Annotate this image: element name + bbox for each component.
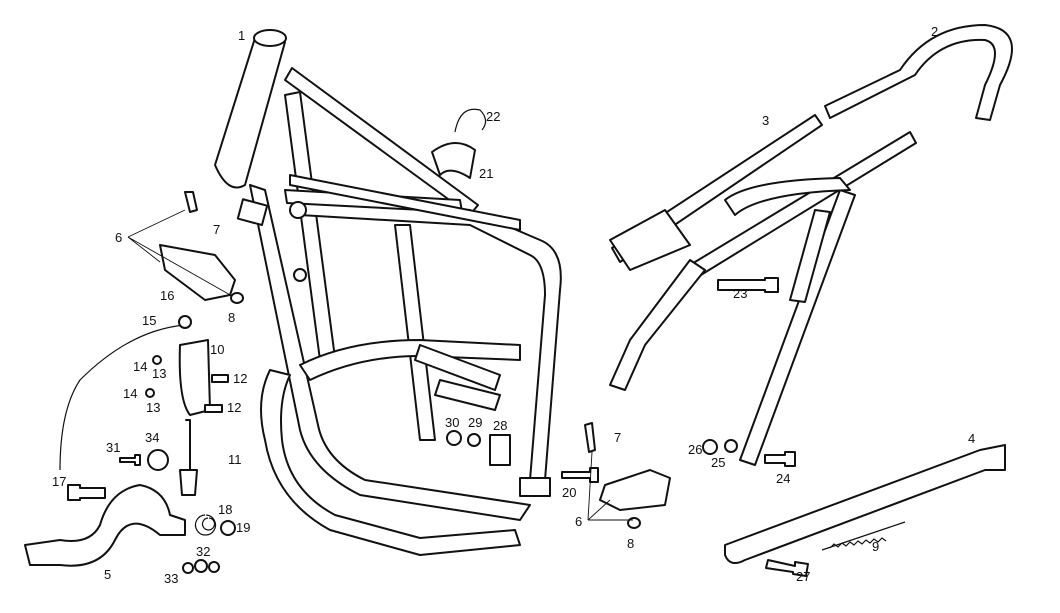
callout-13: 13 [152,366,166,381]
callout-1: 1 [238,28,245,43]
washer-29 [467,433,481,447]
spring-18 [194,514,217,536]
washer-13a [152,355,162,365]
callout-13b: 13 [146,400,160,415]
banjo-16 [178,315,192,329]
bolt-12a [211,374,229,383]
callout-12: 12 [233,371,247,386]
callout-5: 5 [104,567,111,582]
callout-21: 21 [479,166,493,181]
callout-19: 19 [236,520,250,535]
callout-25: 25 [711,455,725,470]
callout-23: 23 [733,286,747,301]
pivot-bolt-17 [67,484,106,501]
washer-33b [208,561,220,573]
callout-33: 33 [164,571,178,586]
callout-17: 17 [52,474,66,489]
footpeg-right [599,469,671,511]
nut-26 [702,439,718,455]
callouts: 1 2 3 22 21 6 7 16 8 15 10 14 13 12 14 1… [52,24,975,586]
pin-left [184,191,198,213]
callout-9: 9 [872,539,879,554]
callout-34: 34 [145,430,159,445]
subframe [609,24,1013,466]
callout-12b: 12 [227,400,241,415]
pushrod-11 [179,419,198,496]
bolt-27 [765,559,809,577]
pin-right [584,422,596,453]
washer-8-left [230,292,244,304]
callout-15: 15 [142,313,156,328]
callout-26: 26 [688,442,702,457]
bolt-31 [119,454,141,466]
callout-7: 7 [213,222,220,237]
bolt-20 [561,467,599,483]
rubber-part-21 [431,142,476,179]
callout-32: 32 [196,544,210,559]
bushing-32 [194,559,208,573]
callout-2: 2 [931,24,938,39]
bushing-19 [220,520,236,536]
callout-22: 22 [486,109,500,124]
callout-10: 10 [210,342,224,357]
bolt-23 [717,277,779,293]
callout-14: 14 [133,359,147,374]
callout-27: 27 [796,569,810,584]
callout-29: 29 [468,415,482,430]
cap-34 [147,449,169,471]
nut-30 [446,430,462,446]
main-frame [214,29,562,556]
callout-28: 28 [493,418,507,433]
callout-18: 18 [218,502,232,517]
spacer-28 [489,434,511,466]
washer-25 [724,439,738,453]
brake-pedal [24,484,186,567]
callout-31: 31 [106,440,120,455]
callout-16: 16 [160,288,174,303]
callout-20: 20 [562,485,576,500]
clip-part-22 [454,108,487,133]
washer-33a [182,562,194,574]
brake-hose-15 [59,324,186,471]
spring-9 [821,521,906,551]
bolt-24 [764,451,796,467]
callout-24: 24 [776,471,790,486]
bolt-12b [204,404,223,413]
leader-lines [127,209,633,521]
washer-13b [145,388,155,398]
master-cylinder [178,339,211,416]
washer-8-right [627,517,641,529]
callout-4: 4 [968,431,975,446]
callout-8b: 8 [627,536,634,551]
callout-6b: 6 [575,514,582,529]
callout-8: 8 [228,310,235,325]
side-stand [724,444,1006,565]
callout-14b: 14 [123,386,137,401]
callout-11: 11 [228,452,242,467]
callout-6: 6 [115,230,122,245]
callout-7b: 7 [614,430,621,445]
callout-3: 3 [762,113,769,128]
callout-30: 30 [445,415,459,430]
